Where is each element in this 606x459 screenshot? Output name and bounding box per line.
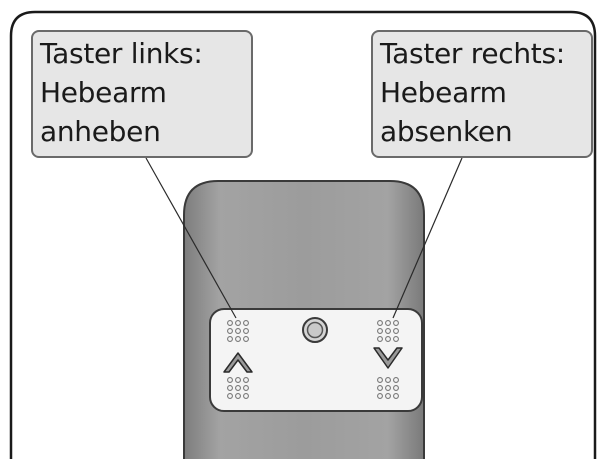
callout-left: Taster links: Hebearm anheben	[31, 30, 253, 158]
lift-button-left[interactable]	[223, 352, 253, 373]
lower-button-right[interactable]	[373, 347, 403, 369]
leader-line-left	[145, 157, 237, 319]
left-button-dots-bottom	[227, 377, 249, 399]
chevron-down-icon	[373, 347, 403, 369]
left-button-dots-top	[227, 320, 249, 342]
callout-left-line-1: Taster links:	[40, 37, 203, 70]
right-button-dots-bottom	[377, 377, 399, 399]
callout-right-line-3: absenken	[380, 115, 513, 148]
callout-right-line-1: Taster rechts:	[380, 37, 565, 70]
leader-line-right	[392, 157, 463, 319]
button-panel	[209, 308, 423, 412]
callout-right-line-2: Hebearm	[380, 76, 507, 109]
led-indicator-icon	[302, 317, 328, 343]
callout-left-line-3: anheben	[40, 115, 161, 148]
chevron-up-icon	[223, 352, 253, 373]
callout-left-line-2: Hebearm	[40, 76, 167, 109]
callout-right: Taster rechts: Hebearm absenken	[371, 30, 593, 158]
right-button-dots-top	[377, 320, 399, 342]
